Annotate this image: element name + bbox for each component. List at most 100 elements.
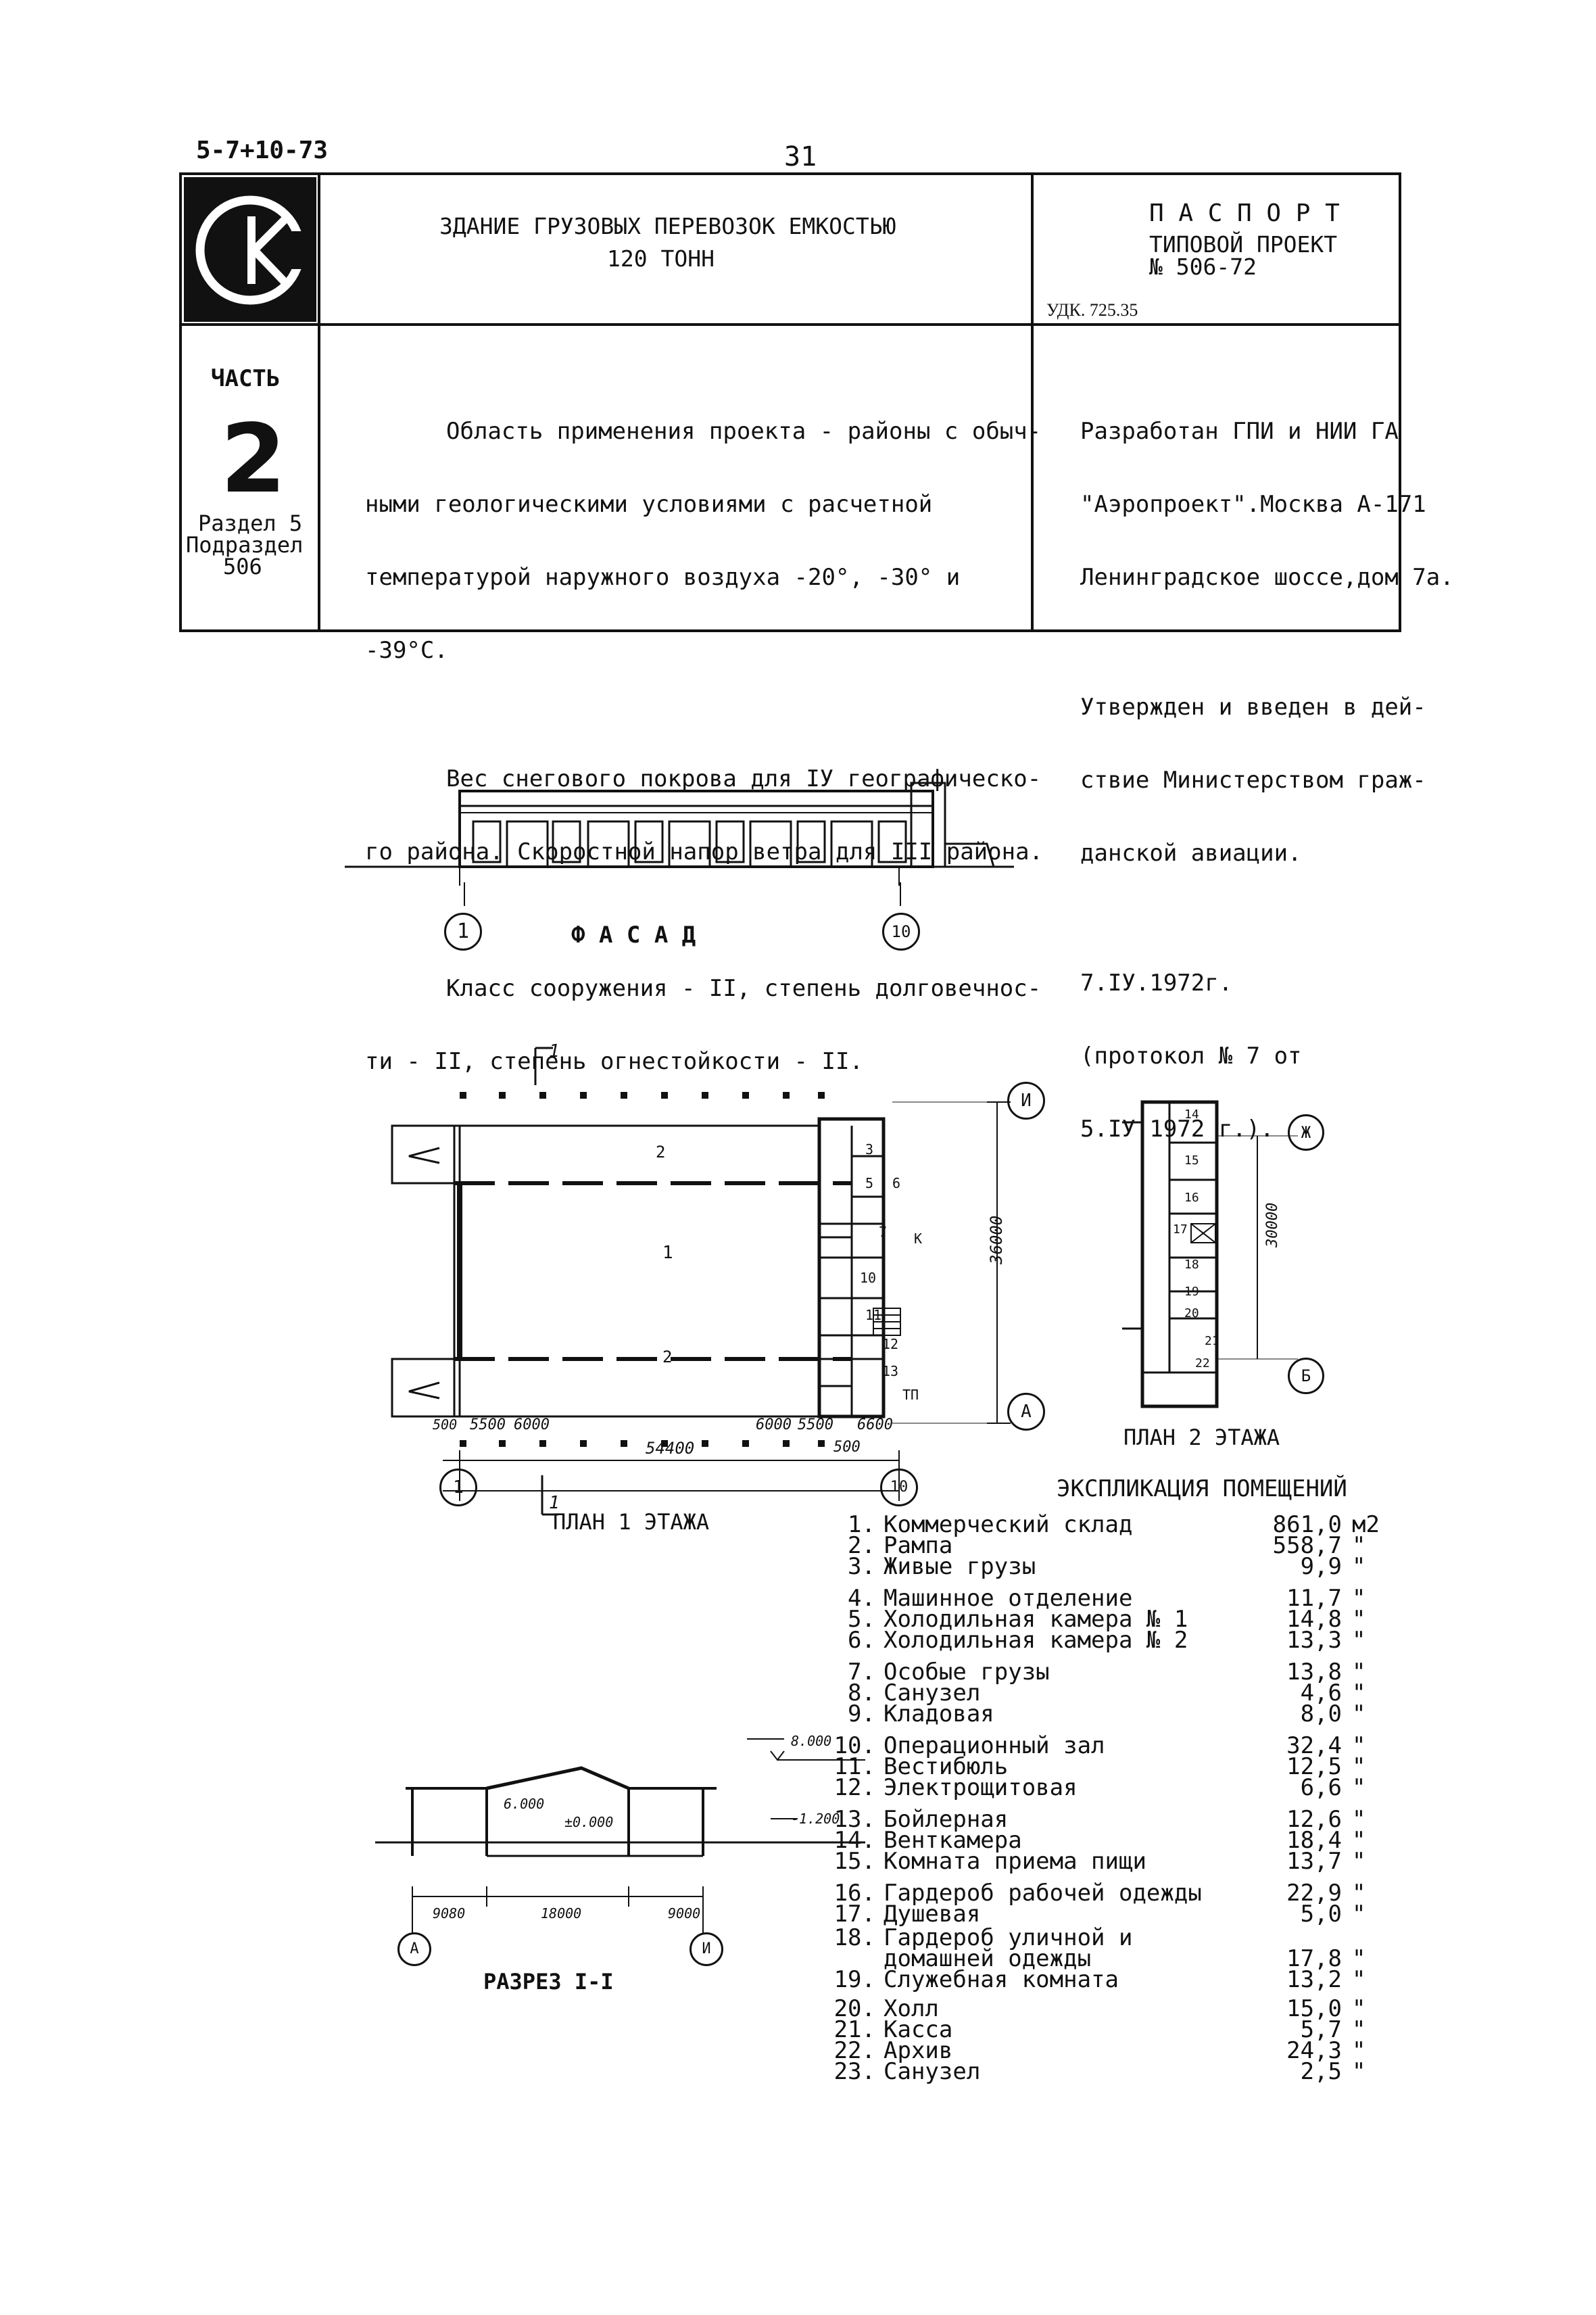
room-name: Холл — [884, 1995, 939, 2022]
room-22: 22 — [1195, 1356, 1210, 1370]
room-number: 16. — [833, 1880, 875, 1907]
room-11: 11 — [865, 1307, 882, 1323]
udk: УДК. 725.35 — [1046, 300, 1138, 320]
plan-1-label: ПЛАН 1 ЭТАЖА — [553, 1509, 710, 1535]
room-name: Гардероб уличной и — [884, 1924, 1133, 1951]
room-5: 5 — [865, 1175, 874, 1191]
axis-marker-B: Б — [1288, 1358, 1324, 1394]
room-16: 16 — [1184, 1191, 1199, 1205]
room-number: 11. — [833, 1753, 875, 1780]
dim-36000: 36000 — [987, 1215, 1006, 1264]
room-name: Комната приема пищи — [884, 1848, 1146, 1875]
dim-30000: 30000 — [1264, 1202, 1281, 1247]
room-name: Санузел — [884, 2058, 981, 2085]
room-name: Касса — [884, 2016, 953, 2043]
project-title: ЗДАНИЕ ГРУЗОВЫХ ПЕРЕВОЗОК ЕМКОСТЬЮ — [439, 213, 896, 239]
room-name: Электрощитовая — [884, 1774, 1078, 1801]
room-area: 18,4 — [1286, 1827, 1342, 1854]
page-number: 31 — [784, 141, 817, 172]
axis-marker-10: 10 — [882, 913, 920, 951]
room-number: 6. — [848, 1627, 875, 1654]
subsection-number: 506 — [223, 554, 262, 579]
room-area: 861,0 — [1272, 1511, 1342, 1538]
room-area-unit: " — [1352, 1806, 1366, 1833]
sk-logo-icon — [195, 195, 309, 305]
room-number: 2. — [848, 1532, 875, 1559]
room-area: 32,4 — [1286, 1732, 1342, 1759]
room-number: 23. — [833, 2058, 875, 2085]
room-area-unit: " — [1352, 2058, 1366, 2085]
explication-row: 12. Электрощитовая 6,6 " — [828, 1776, 1403, 1799]
room-number: 22. — [833, 2037, 875, 2064]
explication-row: 18. Гардероб уличной и — [828, 1926, 1403, 1949]
tp-label: ТП — [902, 1387, 919, 1403]
room-area: 13,8 — [1286, 1658, 1342, 1686]
room-number: 8. — [848, 1679, 875, 1707]
room-area-unit: " — [1352, 1679, 1366, 1707]
room-area-unit: " — [1352, 1945, 1366, 1972]
plan-1-drawing — [391, 1047, 1011, 1516]
axis-marker-A-section: А — [397, 1932, 431, 1966]
room-14: 14 — [1184, 1107, 1199, 1122]
passport-header-table — [179, 172, 1401, 632]
room-area-unit: " — [1352, 1774, 1366, 1801]
room-name: Холодильная камера № 1 — [884, 1606, 1188, 1633]
room-name: Архив — [884, 2037, 953, 2064]
axis-marker-I-plan1: И — [1007, 1082, 1045, 1120]
room-number: 18. — [833, 1924, 875, 1951]
room-area: 12,6 — [1286, 1806, 1342, 1833]
room-19: 19 — [1184, 1285, 1199, 1299]
room-number: 13. — [833, 1806, 875, 1833]
room-area-unit: " — [1352, 1532, 1366, 1559]
room-number: 12. — [833, 1774, 875, 1801]
facade-drawing — [345, 782, 1014, 906]
room-area: 8,0 — [1300, 1700, 1342, 1727]
room-name: Рампа — [884, 1532, 953, 1559]
part-number: 2 — [220, 404, 287, 515]
room-area-unit: " — [1352, 1827, 1366, 1854]
explication-title: ЭКСПЛИКАЦИЯ ПОМЕЩЕНИЙ — [1057, 1475, 1347, 1502]
room-2-top: 2 — [656, 1143, 666, 1162]
room-area: 5,7 — [1300, 2016, 1342, 2043]
room-number: 3. — [848, 1553, 875, 1580]
axis-marker-I-section: И — [690, 1932, 723, 1966]
room-number: 10. — [833, 1732, 875, 1759]
room-name: Коммерческий склад — [884, 1511, 1133, 1538]
room-2-bottom: 2 — [662, 1347, 673, 1366]
room-name: Операционный зал — [884, 1732, 1105, 1759]
room-number: 7. — [848, 1658, 875, 1686]
dim-500: 500 — [433, 1416, 458, 1433]
room-area: 14,8 — [1286, 1606, 1342, 1633]
room-1: 1 — [662, 1243, 673, 1263]
mark-8000: 8.000 — [791, 1733, 832, 1749]
room-area: 6,6 — [1300, 1774, 1342, 1801]
project-number: № 506-72 — [1149, 254, 1257, 280]
axis-marker-1-plan1: 1 — [439, 1469, 477, 1506]
axis-marker-A-plan1: А — [1007, 1393, 1045, 1431]
part-label: ЧАСТЬ — [211, 365, 281, 392]
room-name: Вестибюль — [884, 1753, 1009, 1780]
cut-mark-top: 1 — [549, 1041, 560, 1061]
room-area-unit: " — [1352, 1753, 1366, 1780]
dim-5500-left: 5500 — [470, 1416, 506, 1433]
room-area-unit: " — [1352, 1901, 1366, 1928]
room-area: 2,5 — [1300, 2058, 1342, 2085]
room-7: 7 — [879, 1224, 888, 1240]
room-number: 4. — [848, 1585, 875, 1612]
room-area-unit: " — [1352, 1606, 1366, 1633]
room-area: 13,7 — [1286, 1848, 1342, 1875]
room-number: 9. — [848, 1700, 875, 1727]
room-number: 14. — [833, 1827, 875, 1854]
room-area-unit: " — [1352, 2037, 1366, 2064]
